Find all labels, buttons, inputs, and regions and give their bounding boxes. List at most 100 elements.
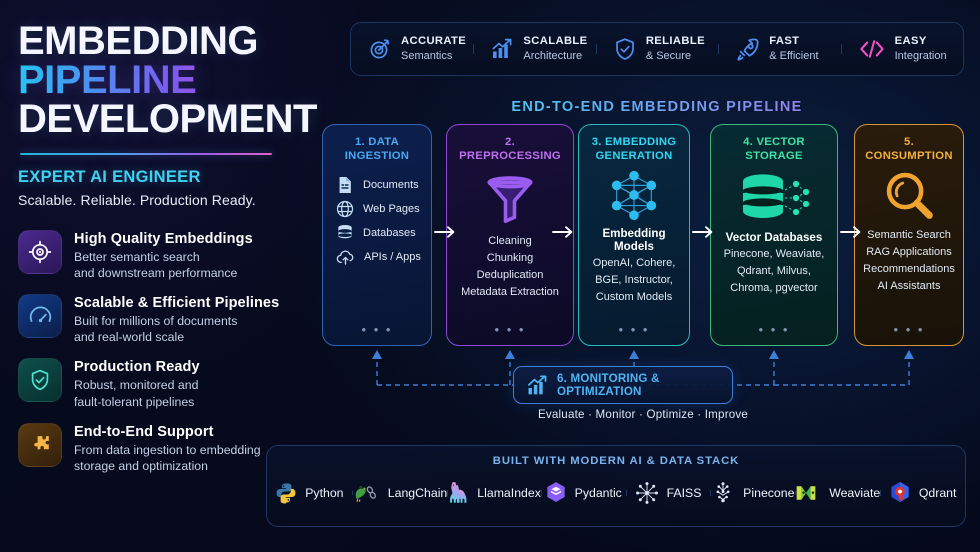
left-panel: EMBEDDING PIPELINE DEVELOPMENT EXPERT AI… xyxy=(0,0,317,552)
stage-line: BGE, Instructor, xyxy=(595,274,673,287)
stage-card-consumption[interactable]: 5. CONSUMPTION Semantic Search RAG Appli… xyxy=(854,124,964,346)
badge-title: EASY xyxy=(894,35,927,48)
ingestion-item-databases: Databases xyxy=(335,223,431,243)
monitoring-subtitle: Evaluate · Monitor · Optimize · Improve xyxy=(537,408,749,421)
stage-connector-arrow-2 xyxy=(552,224,574,240)
stage-card-ellipsis: • • • xyxy=(494,322,526,337)
badge-scalable: SCALABLE Architecture xyxy=(473,35,595,63)
badge-reliable: RELIABLE & Secure xyxy=(595,35,718,63)
database-icon xyxy=(335,223,355,243)
tech-item-faiss[interactable]: FAISS xyxy=(625,481,711,505)
feature-desc-line-1: From data ingestion to embedding xyxy=(74,442,261,457)
stage-card-title: 3. EMBEDDING GENERATION xyxy=(592,135,677,163)
stage-lead: Embedding Models xyxy=(602,227,666,254)
tech-item-pinecone[interactable]: Pinecone xyxy=(710,481,795,505)
stage-line: Recommendations xyxy=(863,263,955,276)
stage-card-ellipsis: • • • xyxy=(758,322,790,337)
tech-item-weaviate[interactable]: Weaviate xyxy=(795,482,880,504)
tech-item-label: Python xyxy=(305,486,344,500)
stage-line: Chroma, pgvector xyxy=(730,282,818,295)
badge-subtitle: & Efficient xyxy=(769,49,819,62)
stage-card-preprocessing[interactable]: 2. PREPROCESSING Cleaning Chunking Dedup… xyxy=(446,124,574,346)
stage-line: Pinecone, Weaviate, xyxy=(723,248,825,261)
feature-desc-line-1: Built for millions of documents xyxy=(74,314,238,328)
tech-item-qdrant[interactable]: Qdrant xyxy=(880,481,965,505)
tech-item-python[interactable]: Python xyxy=(267,482,352,504)
feature-desc-line-2: storage and optimization xyxy=(74,459,208,474)
target-icon xyxy=(18,229,62,274)
tech-item-pydantic[interactable]: Pydantic xyxy=(540,481,626,505)
stage-card-vector-storage[interactable]: 4. VECTOR STORAGE xyxy=(710,124,838,346)
stage-line: Deduplication xyxy=(476,269,544,282)
tech-item-langchain[interactable]: LangChain xyxy=(351,482,448,504)
ingestion-item-label: Web Pages xyxy=(363,203,420,216)
badge-fast: FAST & Efficient xyxy=(718,35,840,63)
qdrant-icon xyxy=(889,481,911,505)
stage-card-lines: Cleaning Chunking Deduplication Metadata… xyxy=(461,233,559,301)
badge-accurate: ACCURATE Semantics xyxy=(351,35,473,63)
ingestion-item-web-pages: Web Pages xyxy=(335,199,431,219)
stage-line: Chunking xyxy=(486,252,534,265)
stage-card-title-line-1: 3. EMBEDDING xyxy=(591,136,677,148)
funnel-icon xyxy=(483,172,537,226)
feature-desc-line-1: Better semantic search xyxy=(74,249,200,264)
tech-item-llamaindex[interactable]: LlamaIndex xyxy=(447,481,541,505)
tech-item-label: Qdrant xyxy=(918,486,957,500)
puzzle-icon xyxy=(18,422,62,467)
stage-line: Custom Models xyxy=(595,291,673,304)
shield-check-icon xyxy=(613,37,637,61)
monitoring-box[interactable]: 6. MONITORING & OPTIMIZATION xyxy=(513,366,733,404)
rocket-icon xyxy=(735,37,760,62)
badge-subtitle: Architecture xyxy=(523,49,583,62)
feature-title: Scalable & Efficient Pipelines xyxy=(74,295,280,311)
cloud-upload-icon xyxy=(335,247,356,267)
stage-card-lines: Embedding Models OpenAI, Cohere, BGE, In… xyxy=(585,227,683,306)
ingestion-item-apis-apps: APIs / Apps xyxy=(335,247,431,267)
stage-card-title: 4. VECTOR STORAGE xyxy=(743,136,805,163)
feature-title: High Quality Embeddings xyxy=(74,230,253,247)
badge-title: RELIABLE xyxy=(645,35,705,48)
stage-card-embedding-generation[interactable]: 3. EMBEDDING GENERATION Embedding Models xyxy=(578,124,690,346)
tech-item-label: Pinecone xyxy=(743,486,795,500)
stage-line: Cleaning xyxy=(488,235,532,248)
badge-subtitle: Integration xyxy=(894,49,947,62)
langchain-icon xyxy=(352,482,380,504)
tech-item-label: Pydantic xyxy=(574,486,622,500)
stage-connector-arrow-1 xyxy=(434,224,456,240)
hero-title-line-3: DEVELOPMENT xyxy=(18,97,317,142)
monitoring-section: 6. MONITORING & OPTIMIZATION Evaluate · … xyxy=(322,346,964,434)
hero-divider xyxy=(20,152,272,155)
feature-item-scalable-efficient-pipelines: Scalable & Efficient Pipelines Built for… xyxy=(18,294,294,345)
bar-chart-up-icon xyxy=(490,37,514,61)
tech-item-label: LlamaIndex xyxy=(477,486,541,500)
stage-card-data-ingestion[interactable]: 1. DATA INGESTION Documents Web Pages xyxy=(322,124,432,346)
target-arrow-icon xyxy=(368,37,392,61)
stage-card-ellipsis: • • • xyxy=(893,322,925,337)
weaviate-icon xyxy=(795,482,821,504)
stage-line: Semantic Search xyxy=(867,229,951,242)
tech-stack-bar: BUILT WITH MODERN AI & DATA STACK Python xyxy=(266,445,966,527)
tech-item-label: LangChain xyxy=(387,486,448,500)
tech-item-label: FAISS xyxy=(666,486,702,500)
magnifier-icon xyxy=(883,169,935,221)
stage-connector-arrow-3 xyxy=(692,224,714,240)
globe-icon xyxy=(335,199,355,219)
stage-card-title: 2. PREPROCESSING xyxy=(459,136,561,163)
feature-item-high-quality-embeddings: High Quality Embeddings Better semantic … xyxy=(18,229,294,281)
badge-title: ACCURATE xyxy=(401,35,467,48)
neural-network-icon xyxy=(605,169,663,221)
llamaindex-icon xyxy=(447,481,469,505)
ingestion-item-documents: Documents xyxy=(335,175,431,195)
tech-item-label: Weaviate xyxy=(829,486,881,500)
feature-title: Production Ready xyxy=(74,359,200,376)
stage-card-title: 5. CONSUMPTION xyxy=(865,136,953,163)
document-icon xyxy=(335,175,355,195)
hero-subtext: Scalable. Reliable. Production Ready. xyxy=(18,191,256,208)
top-badge-bar: ACCURATE Semantics SCALABLE Architecture xyxy=(350,22,964,76)
growth-chart-icon xyxy=(526,374,549,397)
feature-item-end-to-end-support: End-to-End Support From data ingestion t… xyxy=(18,422,294,474)
feature-list: High Quality Embeddings Better semantic … xyxy=(18,229,294,475)
feature-desc-line-2: and downstream performance xyxy=(74,265,238,280)
code-brackets-icon xyxy=(858,37,886,61)
